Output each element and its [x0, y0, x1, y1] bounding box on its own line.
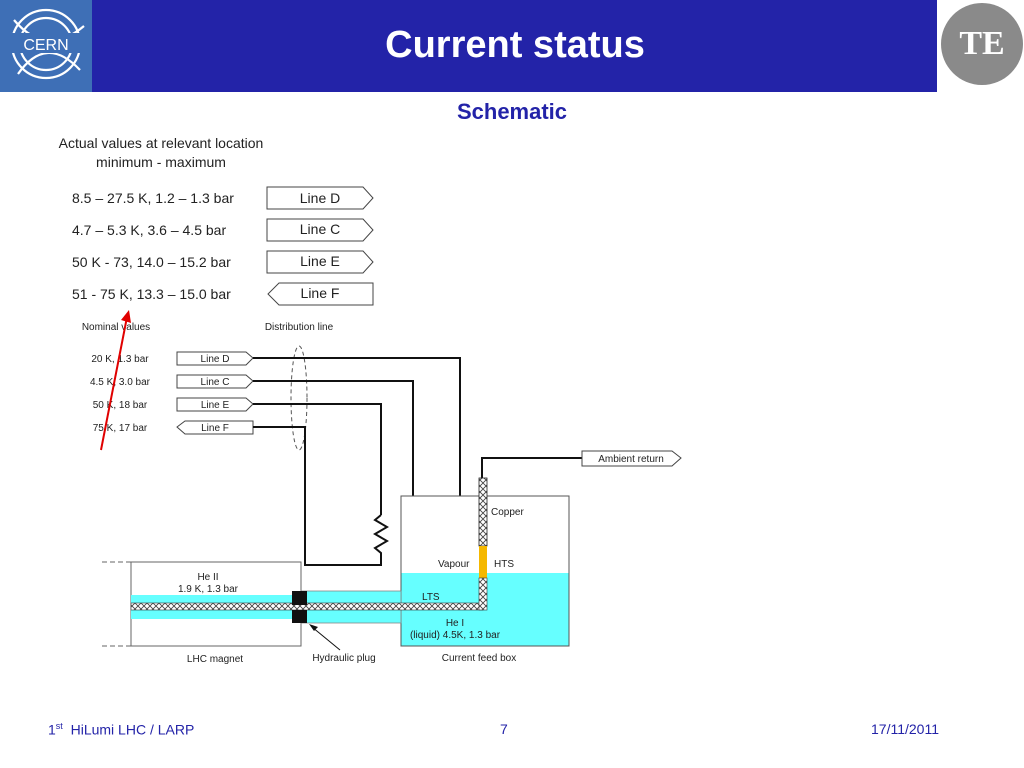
nominal-values-header: Nominal values	[82, 322, 150, 333]
line-f-tag	[267, 282, 374, 306]
footer-event-name: HiLumi LHC / LARP	[70, 721, 195, 738]
copper-label: Copper	[491, 507, 524, 518]
hydraulic-plug-pointer-icon	[309, 624, 318, 631]
cern-logo: CERN	[0, 0, 92, 92]
nominal-line-e-tag	[176, 397, 254, 412]
current-feed-box-label: Current feed box	[442, 653, 517, 664]
hydraulic-plug-label: Hydraulic plug	[312, 653, 375, 664]
callout-row-line: Line D	[300, 190, 340, 206]
copper-lead	[478, 477, 488, 547]
line-c-tag	[266, 218, 374, 242]
callout-row-line: Line F	[301, 285, 340, 301]
nominal-row-values: 4.5 K, 3.0 bar	[90, 377, 151, 388]
schematic-diagram: Actual values at relevant location minim…	[59, 135, 682, 665]
piping	[253, 357, 584, 566]
nominal-row-values: 20 K, 1.3 bar	[91, 354, 149, 365]
nominal-row-line: Line E	[201, 400, 230, 411]
callout-title-line1: Actual values at relevant location	[59, 135, 264, 151]
distribution-line-header: Distribution line	[265, 322, 334, 333]
footer-event-sup: st	[55, 721, 63, 731]
distribution-line-ellipse	[290, 345, 308, 451]
hts-label: HTS	[494, 559, 514, 570]
header-bar	[0, 0, 937, 92]
footer-date: 17/11/2011	[871, 721, 939, 737]
page-number: 7	[500, 721, 508, 737]
footer-event: 1st HiLumi LHC / LARP	[48, 721, 194, 738]
nominal-row-line: Line D	[201, 354, 230, 365]
he1-label: He I	[446, 618, 464, 629]
cern-logo-icon: CERN	[8, 8, 85, 80]
nominal-row-line: Line C	[201, 377, 230, 388]
lhc-magnet-label: LHC magnet	[187, 654, 243, 665]
nominal-row-values: 75 K, 17 bar	[93, 423, 148, 434]
slide-subtitle: Schematic	[456, 99, 568, 124]
ambient-return-tag	[581, 450, 682, 467]
callout-title-line2: minimum - maximum	[96, 154, 226, 170]
hydraulic-plug-top	[292, 591, 307, 605]
hts-lead	[479, 546, 487, 578]
line-e-tag	[266, 250, 374, 274]
callout-row-line: Line C	[300, 221, 340, 237]
vapour-label: Vapour	[438, 559, 470, 570]
busbar-riser	[478, 577, 488, 611]
callout-row-line: Line E	[300, 253, 340, 269]
nominal-line-d-tag	[176, 351, 254, 366]
nominal-line-f-tag	[176, 420, 254, 435]
callout-row-values: 4.7 – 5.3 K, 3.6 – 4.5 bar	[72, 222, 226, 238]
callout-row-values: 50 K - 73, 14.0 – 15.2 bar	[72, 254, 231, 270]
ambient-return-label: Ambient return	[598, 454, 664, 465]
cern-logo-text: CERN	[23, 37, 68, 54]
lts-label: LTS	[422, 592, 440, 603]
hydraulic-plug-bottom	[292, 610, 307, 623]
callout-row-values: 51 - 75 K, 13.3 – 15.0 bar	[72, 286, 231, 302]
nominal-row-values: 50 K, 18 bar	[93, 400, 148, 411]
line-d-tag	[266, 186, 374, 210]
he2-conditions: 1.9 K, 1.3 bar	[178, 584, 239, 595]
te-logo: TE	[941, 3, 1023, 85]
nominal-line-c-tag	[176, 374, 254, 389]
red-arrow-icon	[121, 310, 131, 323]
callout-row-values: 8.5 – 27.5 K, 1.2 – 1.3 bar	[72, 190, 234, 206]
red-arrow-line	[100, 316, 128, 451]
he1-conditions: (liquid) 4.5K, 1.3 bar	[410, 630, 501, 641]
page-title: Current status	[385, 24, 645, 66]
he2-label: He II	[197, 572, 218, 583]
nominal-row-line: Line F	[201, 423, 229, 434]
footer-event-ordinal: 1	[48, 721, 56, 738]
